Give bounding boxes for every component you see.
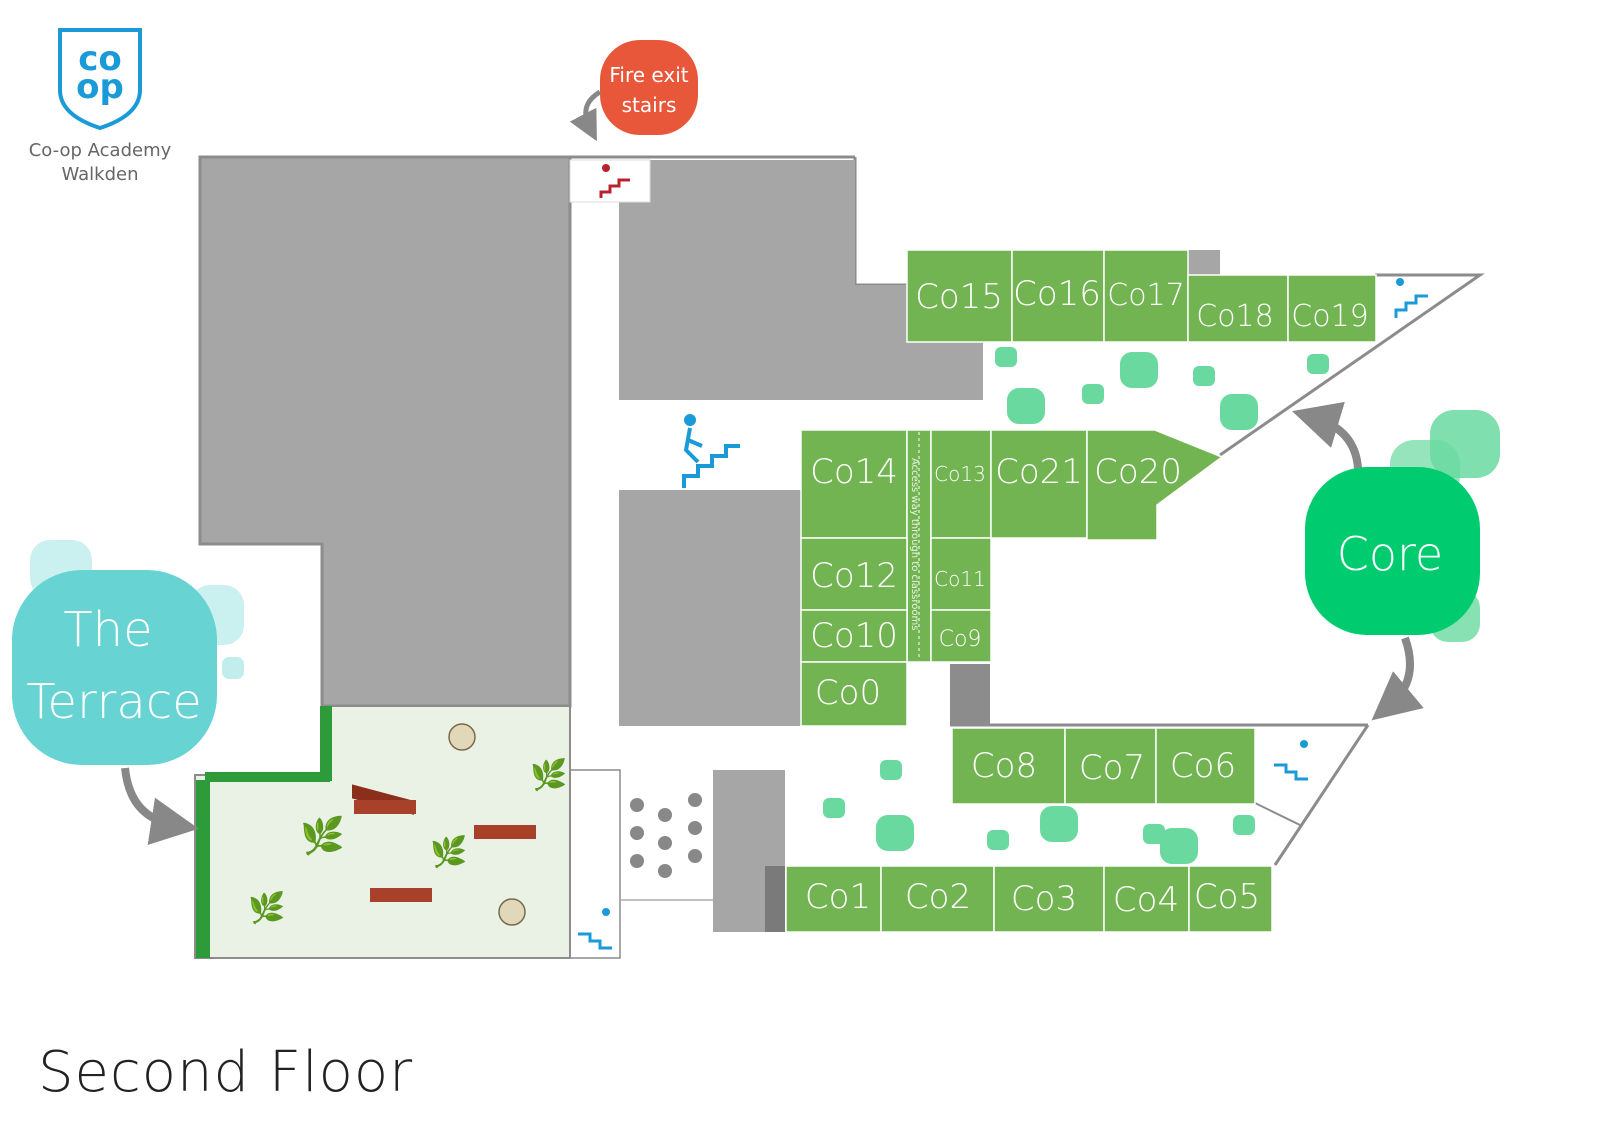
terrace-label-line2: Terrace [26,674,202,730]
picnic-table-icon [370,888,432,902]
room-co5 [1188,865,1273,933]
room-label-co12: Co12 [810,556,898,596]
stairs-icon [1274,740,1308,781]
room-label-co18: Co18 [1196,299,1273,334]
room-co15 [906,249,1013,343]
fire-exit-line2: stairs [622,93,677,117]
coop-logo: co op [58,28,142,131]
room-label-co0: Co0 [815,673,881,713]
room-labels: Co15 Co16 Co17 Co18 Co19 Co14 Co13 Co21 … [805,274,1369,920]
room-co0 [800,661,908,727]
picnic-table-icon [474,825,536,839]
room-co3 [993,865,1105,933]
terrace-label-line1: The [63,602,152,658]
cafe-table-icon [448,723,476,751]
room-co6 [1155,727,1256,805]
terrace-arrow [121,767,199,846]
room-co10 [800,609,908,663]
plant-icon: 🌿 [430,834,467,870]
core-label: Core [1337,527,1443,581]
room-label-co11: Co11 [934,567,986,591]
room-label-co15: Co15 [915,277,1003,317]
picnic-table-icon [352,784,416,815]
room-co20 [1086,429,1224,541]
room-co2 [880,865,995,933]
room-co16 [1011,249,1105,343]
room-co19 [1287,274,1377,343]
core-bubble: Core [1305,410,1500,642]
room-label-co1: Co1 [805,877,871,917]
plant-icon: 🌿 [530,757,567,793]
room-label-co16: Co16 [1013,274,1101,314]
dining-area-icons [630,793,702,878]
fire-exit-bubble: Fire exit stairs [600,40,698,135]
fire-exit-line1: Fire exit [609,63,688,87]
logo-text-bottom: op [76,67,124,107]
room-label-co13: Co13 [934,462,986,486]
room-co18 [1187,274,1289,343]
terrace-garden: 🌿 🌿 🌿 🌿 [194,705,571,959]
access-way-label: Access way through to classrooms [909,458,920,630]
room-label-co2: Co2 [905,877,971,917]
room-label-co19: Co19 [1291,299,1368,334]
school-name-line1: Co-op Academy [29,140,172,161]
fire-exit-arrow [569,89,602,142]
core-arrow-down [1371,636,1424,721]
room-label-co7: Co7 [1079,748,1145,788]
stairs-icon [1394,278,1428,318]
room-co1 [785,865,882,933]
room-label-co3: Co3 [1011,879,1077,919]
logo-text-top: co [78,39,122,79]
room-label-co10: Co10 [810,616,898,656]
floor-title: Second Floor [38,1040,414,1105]
stairs-icon [682,414,740,488]
room-co7 [1064,727,1157,805]
cafe-table-icon [498,898,526,926]
room-co8 [951,727,1066,805]
room-label-co21: Co21 [995,452,1083,492]
room-co4 [1103,865,1190,933]
room-label-co4: Co4 [1113,880,1179,920]
room-label-co9: Co9 [939,627,982,652]
plant-icon: 🌿 [300,815,345,857]
room-label-co17: Co17 [1107,278,1184,313]
room-label-co6: Co6 [1170,746,1236,786]
core-arrow-up [1292,401,1362,469]
stairs-icon [578,908,612,950]
room-co13 [930,429,992,539]
room-label-co14: Co14 [810,452,898,492]
room-co17 [1103,249,1189,343]
classroom-blocks [785,249,1377,933]
room-co9 [930,609,992,663]
room-label-co20: Co20 [1094,452,1182,492]
terrace-bubble: The Terrace [12,540,244,765]
room-co11 [930,537,992,611]
decorative-bushes [823,347,1329,864]
school-name-line2: Walkden [61,164,138,185]
plant-icon: 🌿 [248,890,285,926]
room-label-co8: Co8 [971,746,1037,786]
fire-stairs-icon [599,164,630,198]
room-label-co5: Co5 [1194,877,1260,917]
